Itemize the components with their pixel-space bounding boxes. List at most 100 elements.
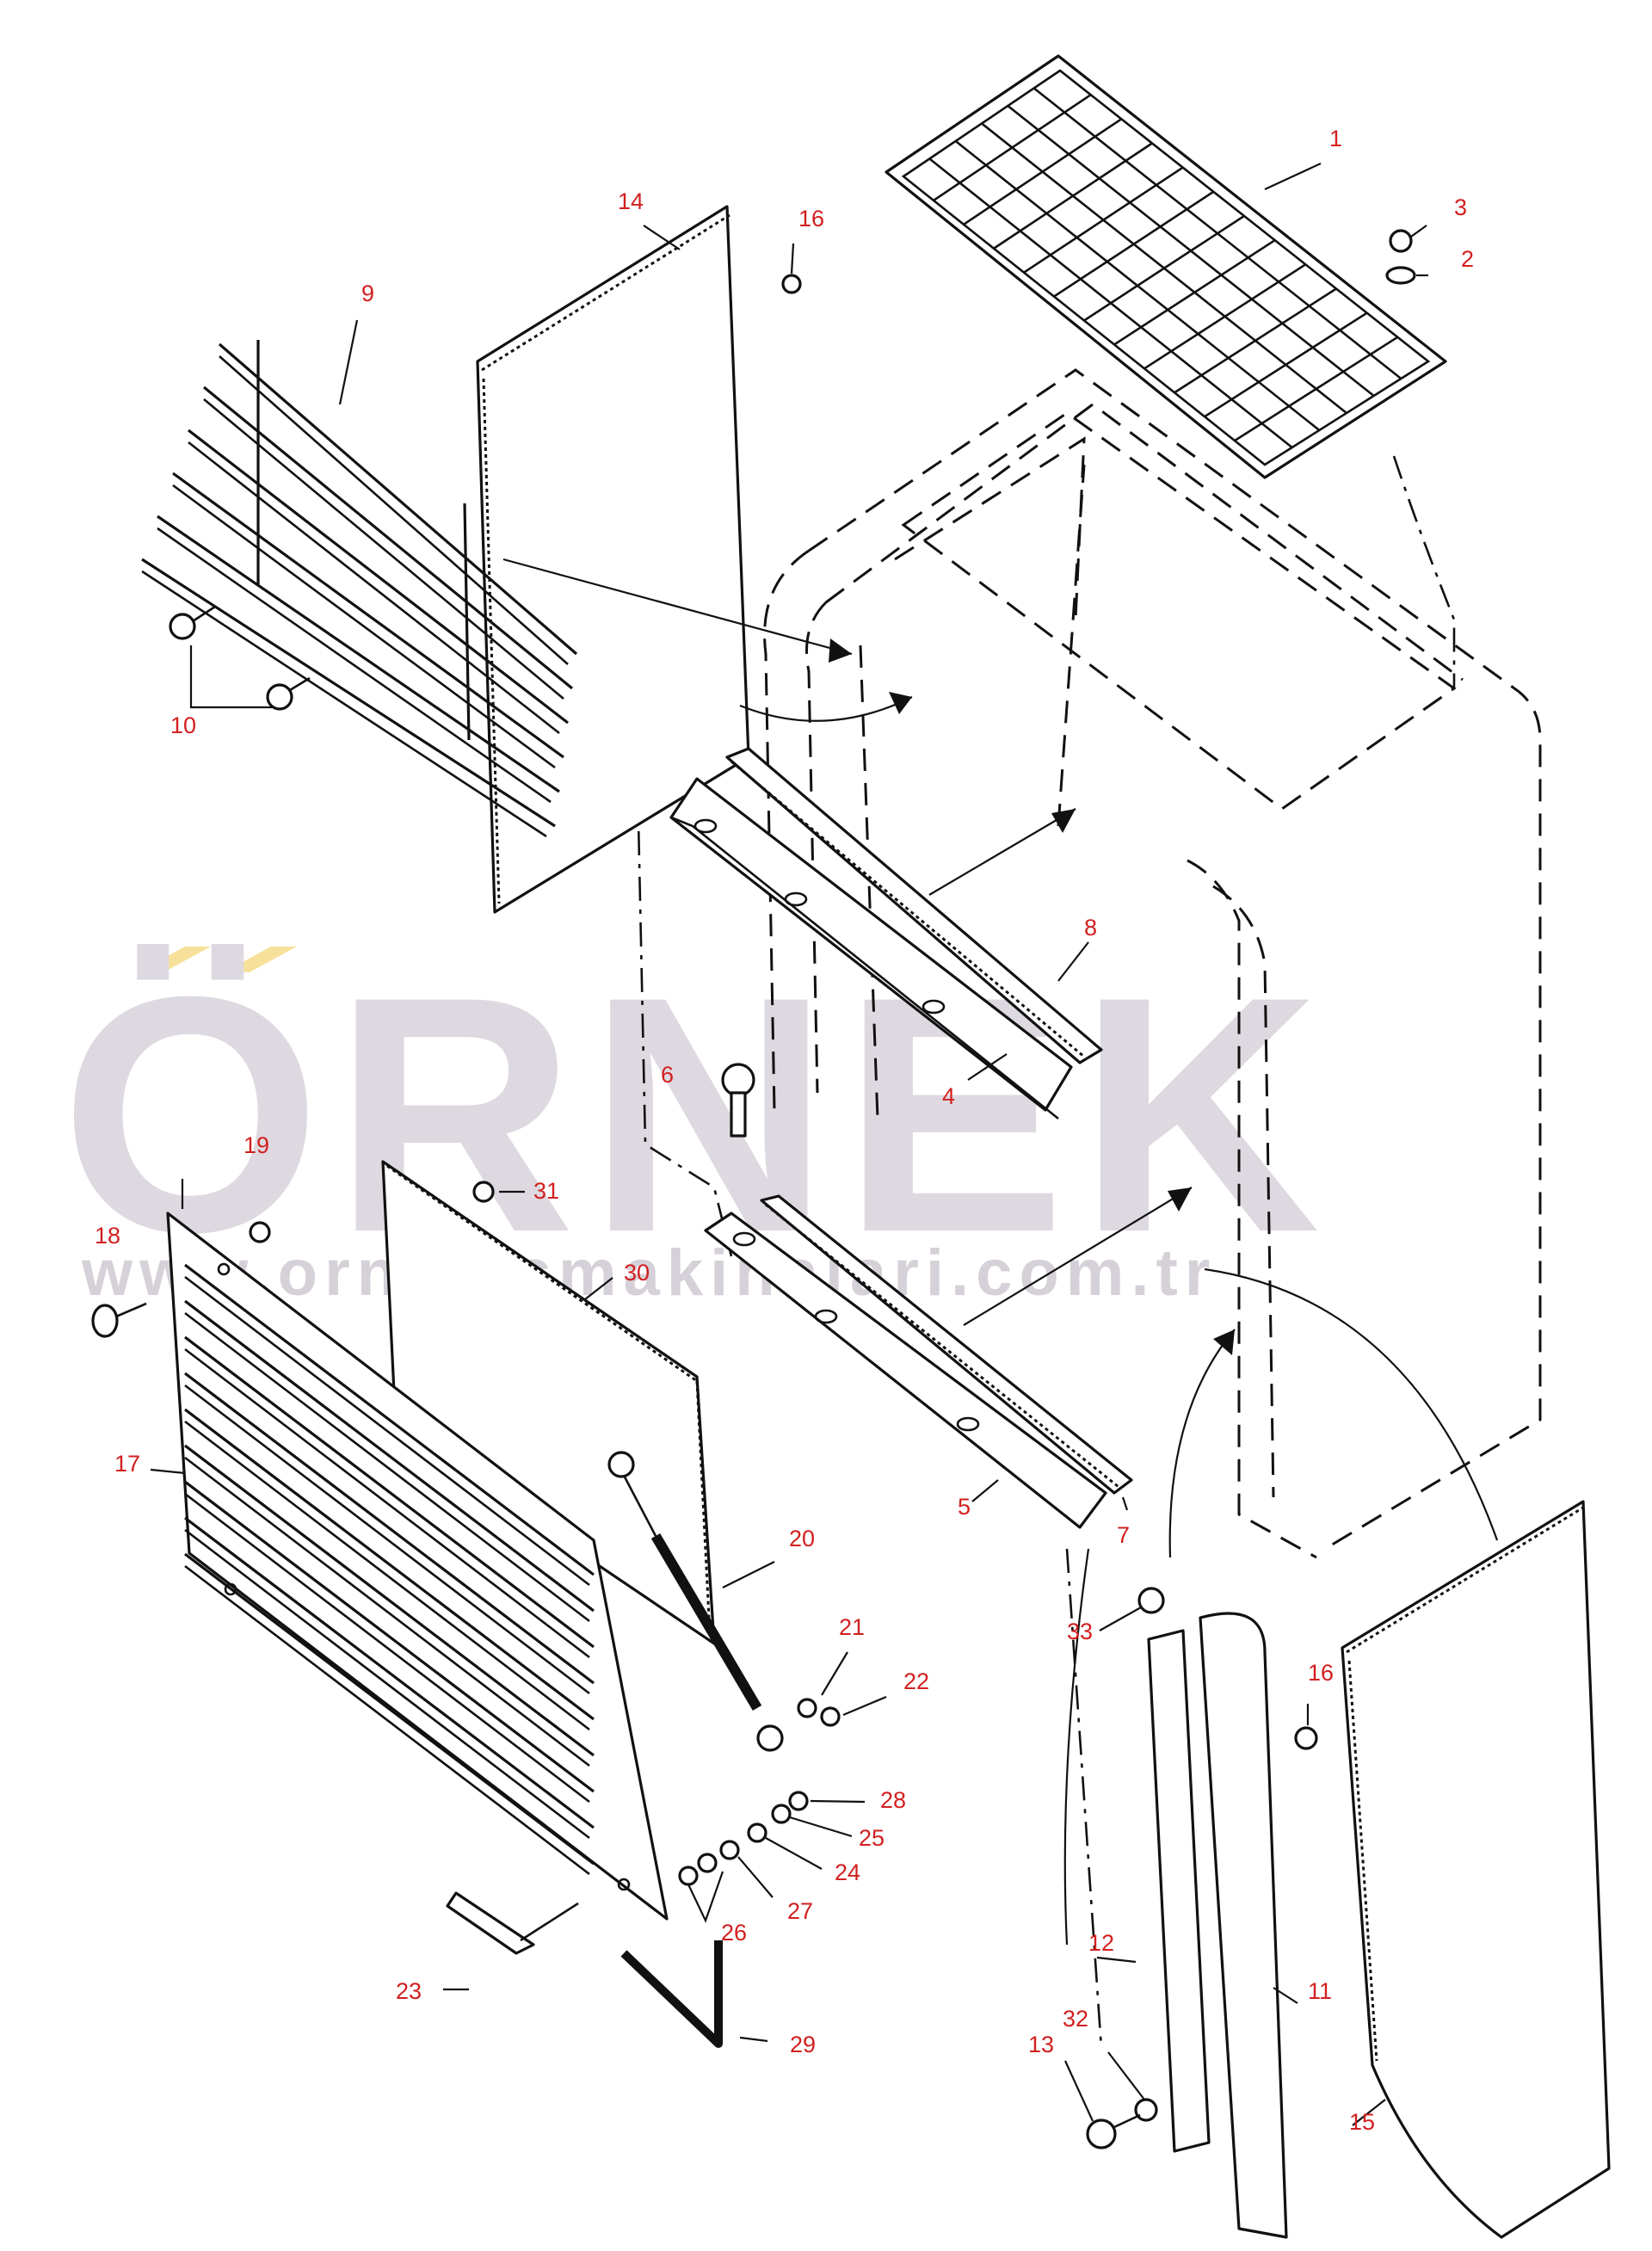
callout-30: 30 — [624, 1260, 650, 1286]
part-31-clip — [472, 1181, 495, 1203]
line-segment — [928, 157, 1293, 449]
callout-11: 11 — [1308, 1978, 1332, 2004]
callout-24: 24 — [835, 1859, 860, 1885]
line-segment — [188, 429, 569, 725]
housing-outline — [635, 368, 1542, 2049]
part-18-knob — [91, 1302, 147, 1338]
callout-5: 5 — [958, 1494, 971, 1520]
small-hardware — [91, 229, 1416, 2149]
part-20-gas-strut — [607, 1451, 784, 1752]
watermark-umlaut-right — [224, 947, 297, 972]
leader-lines — [150, 163, 1428, 2126]
part-25-washer — [771, 1804, 792, 1824]
line-segment — [157, 527, 552, 804]
line-segment — [1007, 104, 1375, 398]
callout-21: 21 — [839, 1614, 865, 1640]
callout-22: 22 — [903, 1668, 929, 1694]
line-segment — [172, 472, 564, 759]
callout-16-right: 16 — [1308, 1660, 1334, 1686]
callout-33: 33 — [1067, 1619, 1093, 1644]
line-segment — [184, 1372, 595, 1685]
part-6-bolt — [721, 1063, 755, 1138]
callout-4: 4 — [942, 1083, 955, 1109]
line-segment — [172, 484, 556, 769]
line-segment — [184, 1552, 595, 1866]
part-17-louvered-door — [166, 1212, 669, 1921]
callout-27: 27 — [787, 1898, 813, 1924]
callout-12: 12 — [1088, 1930, 1114, 1956]
callout-3: 3 — [1454, 194, 1467, 220]
line-segment — [218, 342, 578, 656]
callout-20: 20 — [789, 1526, 815, 1551]
callout-9: 9 — [361, 281, 374, 306]
part-26-washer-b — [678, 1866, 699, 1886]
line-segment — [184, 1480, 595, 1793]
part-9-louver-grille — [141, 340, 578, 838]
line-segment — [184, 1408, 595, 1721]
part-24-washer — [747, 1822, 767, 1843]
line-segment — [184, 1492, 590, 1804]
line-segment — [184, 1456, 590, 1767]
line-segment — [184, 1444, 595, 1757]
part-32-washer — [1134, 2098, 1158, 2122]
watermark: ÖRNEK www.ornekismakinalari.com.tr — [60, 927, 1332, 1310]
callout-31: 31 — [533, 1178, 559, 1204]
line-segment — [954, 139, 1321, 432]
part-19-clip — [249, 1221, 271, 1243]
callout-2: 2 — [1461, 246, 1474, 272]
line-segment — [184, 1564, 590, 1876]
callout-6: 6 — [661, 1062, 674, 1088]
part-5-lower-rail — [704, 1212, 1107, 1529]
watermark-umlaut-left — [138, 947, 211, 972]
callout-7: 7 — [1117, 1522, 1130, 1548]
line-segment — [184, 1384, 590, 1695]
part-33-washer — [1137, 1587, 1165, 1614]
callout-8: 8 — [1084, 915, 1097, 940]
line-segment — [203, 398, 564, 700]
callout-14: 14 — [618, 188, 644, 214]
part-1-mesh-screen — [885, 54, 1447, 479]
callout-19: 19 — [243, 1132, 269, 1158]
part-2-washer — [1385, 266, 1416, 285]
part-23-wing-bolt — [446, 1891, 579, 1955]
line-segment — [141, 558, 556, 828]
part-29-seal — [620, 1940, 723, 2048]
callout-23: 23 — [396, 1978, 422, 2004]
callout-32: 32 — [1063, 2006, 1088, 2032]
line-segment — [463, 503, 471, 741]
line-segment — [184, 1516, 595, 1829]
part-7-seal-strip — [760, 1194, 1133, 1495]
line-segment — [184, 1263, 595, 1576]
part-27-washer — [719, 1840, 740, 1860]
line-segment — [157, 515, 560, 793]
line-segment — [141, 570, 547, 838]
part-3-nut — [1389, 229, 1413, 253]
line-segment — [184, 1299, 595, 1613]
flow-arrows — [502, 558, 1499, 1558]
part-16-clip-top — [781, 274, 802, 294]
part-4-angle-rail — [669, 777, 1073, 1120]
callout-17: 17 — [114, 1451, 140, 1477]
callout-13: 13 — [1028, 2032, 1054, 2057]
callout-28: 28 — [880, 1787, 906, 1813]
part-15-right-panel — [1341, 1500, 1611, 2239]
watermark-brand: ÖRNEK — [60, 927, 1332, 1302]
part-22-washer — [820, 1706, 841, 1727]
callout-1: 1 — [1329, 126, 1342, 151]
line-segment — [184, 1275, 590, 1587]
callout-16-top: 16 — [798, 206, 824, 231]
callout-25: 25 — [859, 1825, 885, 1851]
line-segment — [184, 1528, 590, 1840]
callout-labels: 1 2 3 4 5 6 7 8 9 10 11 12 13 14 15 16 1… — [95, 126, 1474, 2135]
part-26-washer-a — [697, 1853, 718, 1873]
callout-29: 29 — [790, 2032, 816, 2057]
line-segment — [188, 441, 560, 735]
part-21-washer — [797, 1698, 817, 1718]
line-segment — [1032, 87, 1402, 380]
line-segment — [202, 385, 574, 690]
part-12-bracket — [1147, 1629, 1211, 2153]
part-10-bolts — [169, 605, 311, 711]
part-11-side-seal — [1199, 1612, 1288, 2239]
